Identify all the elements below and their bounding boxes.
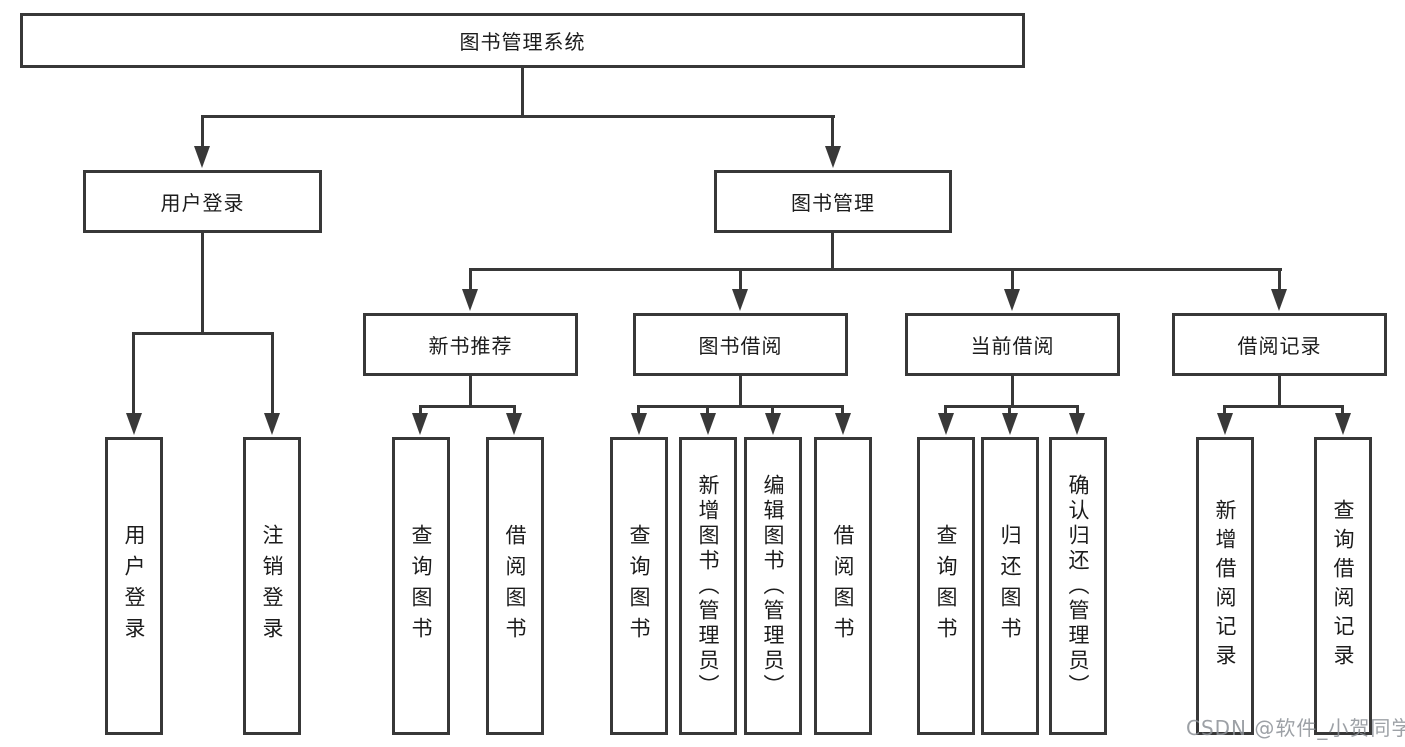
csdn-watermark: CSDN @软件_小贺同学 [1186,716,1405,740]
leaf-query-borrow-record: 查询借阅记录 [1314,437,1372,735]
arrowhead-borrow-records [1271,289,1287,311]
leaf-borrow-books-recommend: 借阅图书 [486,437,544,735]
leaf-add-borrow-record-label: 新增借阅记录 [1213,499,1237,673]
connector-drop-book-management [831,115,834,148]
leaf-user-login: 用户登录 [105,437,163,735]
connector-drop-add-books-admin [706,405,709,415]
connector-drop-confirm-return [1076,405,1079,415]
connector-root-stem [521,68,524,118]
node-current-borrowing-label: 当前借阅 [970,334,1055,358]
connector-root-hbar [201,115,835,118]
arrowhead-add-books-admin [700,413,716,435]
arrowhead-query-books-borrowing [631,413,647,435]
connector-drop-query-books-current [944,405,947,415]
arrowhead-leaf-logout [264,413,280,435]
leaf-query-books-current-label: 查询图书 [934,524,958,648]
leaf-user-login-label: 用户登录 [122,524,146,648]
connector-book-borrowing-hbar [637,405,844,408]
connector-current-borrowing-stem [1011,376,1014,408]
leaf-logout-label: 注销登录 [260,524,284,648]
connector-drop-edit-books-admin [771,405,774,415]
node-book-management-label: 图书管理 [791,191,875,215]
leaf-query-books-current: 查询图书 [917,437,975,735]
connector-drop-query-borrow-record [1341,405,1344,415]
connector-user-login-hbar [132,332,274,335]
connector-drop-add-borrow-record [1223,405,1226,415]
arrowhead-borrow-books [835,413,851,435]
leaf-query-books-recommend: 查询图书 [392,437,450,735]
node-borrow-records: 借阅记录 [1172,313,1387,376]
connector-drop-borrow-books [841,405,844,415]
connector-borrow-records-hbar [1223,405,1344,408]
node-root-label: 图书管理系统 [459,30,586,54]
node-user-login-label: 用户登录 [160,191,245,215]
connector-book-borrowing-stem [739,376,742,408]
connector-current-borrowing-hbar [944,405,1079,408]
leaf-query-books-borrowing-label: 查询图书 [627,524,651,648]
connector-drop-borrow-books-recommend [513,405,516,415]
arrowhead-edit-books-admin [765,413,781,435]
connector-drop-book-borrowing [739,268,742,291]
arrowhead-return-books [1002,413,1018,435]
connector-drop-new-book-recommend [469,268,472,291]
connector-drop-borrow-records [1278,268,1281,291]
connector-new-book-recommend-stem [469,376,472,408]
node-current-borrowing: 当前借阅 [905,313,1120,376]
node-new-book-recommend-label: 新书推荐 [428,334,513,358]
connector-drop-return-books [1008,405,1011,415]
leaf-return-books: 归还图书 [981,437,1039,735]
node-book-management: 图书管理 [714,170,952,233]
leaf-edit-books-admin-label: 编辑图书（管理员） [761,473,785,699]
connector-drop-leaf-logout [271,332,274,415]
arrowhead-user-login [194,146,210,168]
arrowhead-book-management [825,146,841,168]
connector-drop-query-books-recommend [419,405,422,415]
connector-level3-hbar [469,268,1282,271]
leaf-confirm-return-admin-label: 确认归还（管理员） [1066,473,1090,699]
leaf-borrow-books: 借阅图书 [814,437,872,735]
connector-user-login-stem [201,233,204,335]
arrowhead-query-books-recommend [412,413,428,435]
leaf-add-books-admin: 新增图书（管理员） [679,437,737,735]
node-new-book-recommend: 新书推荐 [363,313,578,376]
connector-new-book-recommend-hbar [419,405,516,408]
arrowhead-book-borrowing [732,289,748,311]
arrowhead-current-borrowing [1004,289,1020,311]
connector-drop-leaf-user-login [132,332,135,415]
leaf-edit-books-admin: 编辑图书（管理员） [744,437,802,735]
node-borrow-records-label: 借阅记录 [1237,334,1322,358]
arrowhead-add-borrow-record [1217,413,1233,435]
leaf-query-borrow-record-label: 查询借阅记录 [1331,499,1355,673]
arrowhead-new-book-recommend [462,289,478,311]
arrowhead-borrow-books-recommend [506,413,522,435]
leaf-add-books-admin-label: 新增图书（管理员） [696,473,720,699]
arrowhead-query-books-current [938,413,954,435]
leaf-logout: 注销登录 [243,437,301,735]
connector-borrow-records-stem [1278,376,1281,408]
connector-drop-current-borrowing [1011,268,1014,291]
node-root-library-system: 图书管理系统 [20,13,1025,68]
connector-drop-query-books-borrowing [637,405,640,415]
node-book-borrowing-label: 图书借阅 [698,334,783,358]
connector-drop-user-login [201,115,204,148]
arrowhead-confirm-return [1069,413,1085,435]
connector-book-management-stem [831,233,834,271]
leaf-borrow-books-label: 借阅图书 [831,524,855,648]
leaf-borrow-books-recommend-label: 借阅图书 [503,524,527,648]
leaf-query-books-recommend-label: 查询图书 [409,524,433,648]
arrowhead-leaf-user-login [126,413,142,435]
leaf-confirm-return-admin: 确认归还（管理员） [1049,437,1107,735]
leaf-query-books-borrowing: 查询图书 [610,437,668,735]
node-book-borrowing: 图书借阅 [633,313,848,376]
leaf-return-books-label: 归还图书 [998,524,1022,648]
arrowhead-query-borrow-record [1335,413,1351,435]
leaf-add-borrow-record: 新增借阅记录 [1196,437,1254,735]
node-user-login: 用户登录 [83,170,322,233]
